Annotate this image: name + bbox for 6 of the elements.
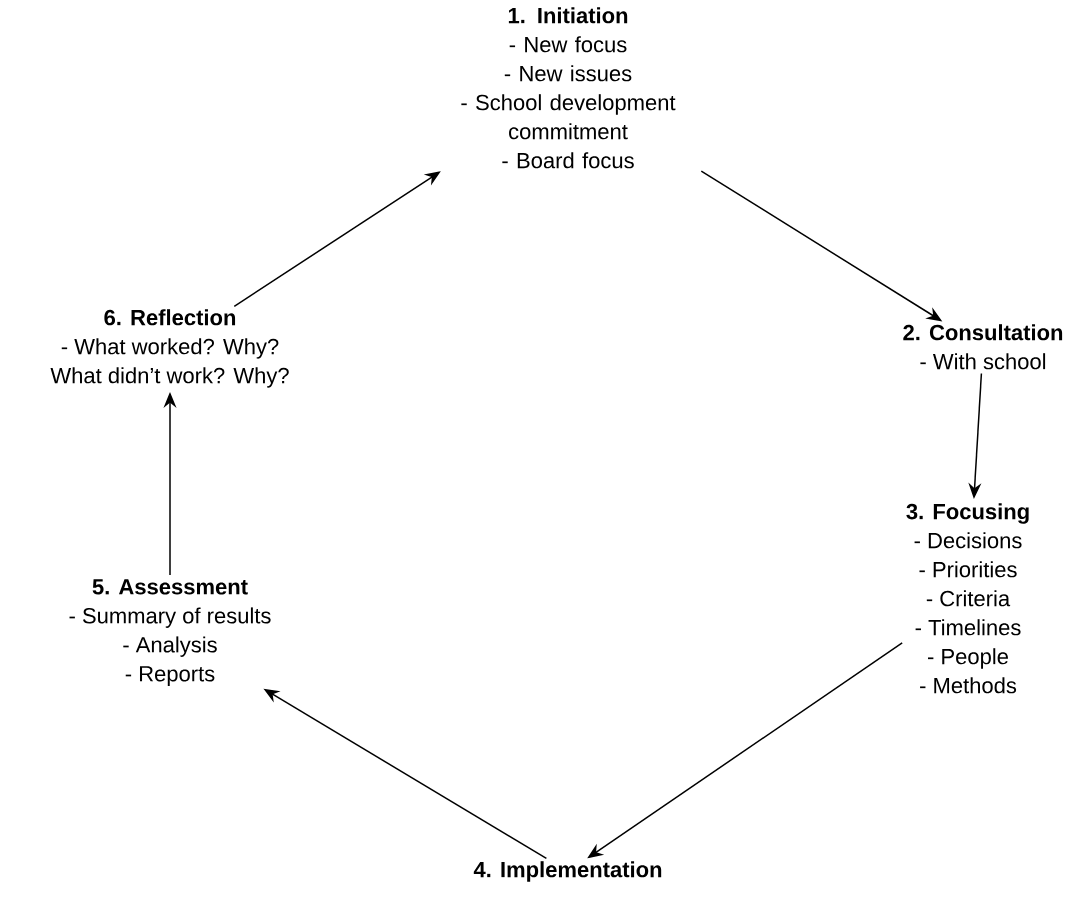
step-text: 5. Assessment - Summary of results - Analysis - Reports	[69, 579, 271, 686]
step-text: 2. Consultation - With school	[903, 324, 1063, 370]
step-text: 3. Focusing - Decisions - Priorities - Criteria - Timelines - People - Methods	[906, 503, 1029, 694]
step-text: 1. Initiation - New focus - New issues - School development commitment - Board focus	[461, 7, 676, 169]
step-text: 4. Implementation	[473, 861, 662, 882]
step-text: 6. Reflection - What worked? Why? What didn’t work? Why?	[50, 309, 289, 388]
